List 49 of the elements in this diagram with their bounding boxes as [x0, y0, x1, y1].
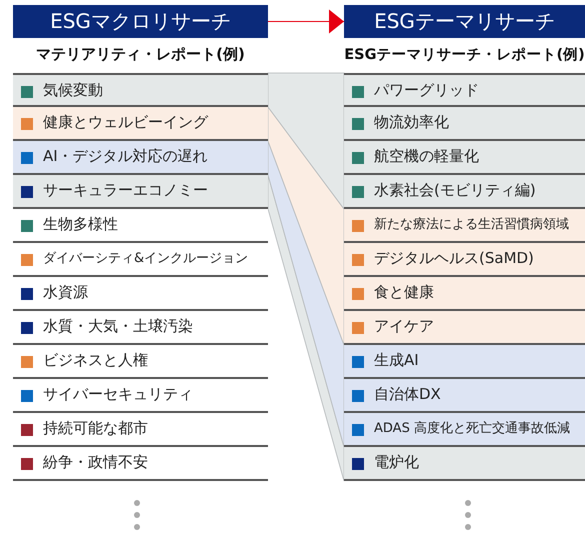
- topic-row: [344, 107, 585, 141]
- topic-text: 紛争・政情不安: [43, 453, 148, 472]
- topic-text: 水質・大気・土壌汚染: [43, 317, 193, 336]
- topic-text: 生物多様性: [43, 215, 118, 234]
- topic-row: [344, 311, 585, 345]
- topic-row: [13, 73, 268, 107]
- header-bar: ESGテーマリサーチ: [344, 5, 585, 38]
- connector-band: [268, 174, 344, 482]
- topic-text: パワーグリッド: [374, 81, 479, 100]
- topic-text: 物流効率化: [374, 113, 449, 132]
- topic-row: [344, 379, 585, 413]
- topic-text: アイケア: [374, 317, 434, 336]
- topic-text: サイバーセキュリティ: [43, 385, 193, 404]
- topic-text: 自治体DX: [374, 385, 441, 404]
- topic-row: [13, 141, 268, 175]
- arrow: [268, 10, 344, 34]
- topic-row: [344, 345, 585, 379]
- topic-text: ダイバーシティ&インクルージョン: [43, 250, 248, 267]
- topic-text: 持続可能な都市: [43, 419, 148, 438]
- topic-row: [13, 107, 268, 141]
- topic-text: デジタルヘルス(SaMD): [374, 249, 534, 268]
- topic-row: [344, 243, 585, 277]
- topic-row: [344, 175, 585, 209]
- topic-row: [13, 175, 268, 209]
- connector-band: [268, 72, 344, 210]
- topic-row: [344, 209, 585, 243]
- topic-text: サーキュラーエコノミー: [43, 181, 208, 200]
- topic-row: [344, 447, 585, 481]
- topic-text: 気候変動: [43, 81, 103, 100]
- topic-text: 新たな療法による生活習慣病領域: [374, 216, 569, 233]
- subtitle: ESGテーマリサーチ・レポート(例): [344, 46, 585, 64]
- topic-text: ADAS 高度化と死亡交通事故低減: [374, 420, 570, 437]
- subtitle: マテリアリティ・レポート(例): [35, 45, 246, 64]
- topic-text: 食と健康: [374, 283, 434, 302]
- connector-band: [268, 140, 344, 448]
- topic-text: 健康とウェルビーイング: [43, 113, 208, 132]
- topic-text: 水資源: [43, 283, 88, 302]
- topic-text: 電炉化: [374, 453, 419, 472]
- topic-text: 生成AI: [374, 351, 419, 370]
- topic-text: AI・デジタル対応の遅れ: [43, 147, 208, 166]
- header-bar: ESGマクロリサーチ: [13, 5, 268, 38]
- topic-text: 航空機の軽量化: [374, 147, 479, 166]
- topic-row: [344, 141, 585, 175]
- topic-row: [344, 277, 585, 311]
- topic-row: [344, 413, 585, 447]
- topic-row: [344, 73, 585, 107]
- topic-text: ビジネスと人権: [43, 351, 148, 370]
- connector-band: [268, 106, 344, 346]
- topic-text: 水素社会(モビリティ編): [374, 181, 536, 200]
